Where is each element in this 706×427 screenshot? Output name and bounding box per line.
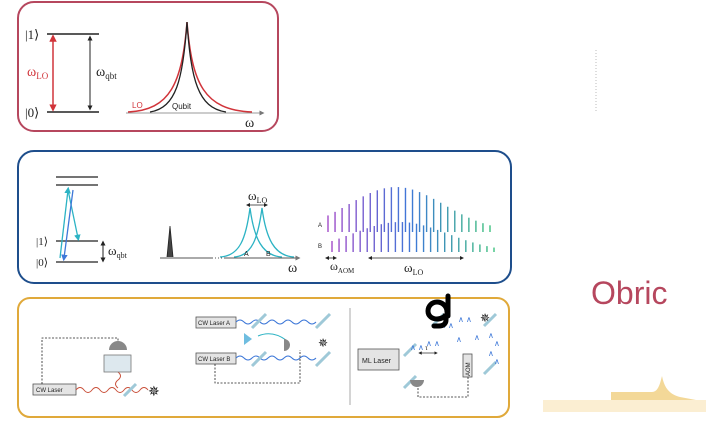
cream-band — [543, 400, 706, 412]
cream-peak-shape — [611, 376, 696, 400]
panel-1-energy-levels: |1⟩ |0⟩ ωLO ωqbt LO Qubit ω — [17, 1, 279, 132]
pulse-chevron: ∧ — [474, 333, 480, 342]
peak-b-label: B — [266, 251, 271, 258]
panel-2-axis-label: ω — [288, 261, 297, 276]
atom-icon-3: ✵ — [480, 311, 490, 325]
beam-splitter-1 — [122, 382, 138, 398]
mirror-i — [402, 374, 418, 390]
comb-a-label: A — [318, 223, 322, 229]
feedback-loop-2 — [214, 350, 301, 384]
ml-laser-box — [357, 348, 400, 371]
panel-2-border — [17, 150, 512, 284]
lo-curve-label: LO — [132, 101, 143, 110]
pulse-chevron: ∧ — [488, 349, 494, 358]
photodetector-2 — [284, 339, 290, 351]
pulse-chevron: ∧ — [426, 339, 432, 348]
frequency-comb-chart — [327, 187, 495, 252]
pulse-chevron: ∧ — [494, 357, 500, 366]
panel-3-experimental-setups: CW Laser ✵ CW Laser A CW Laser B ✵ ML La… — [17, 297, 510, 418]
aom-box — [462, 353, 473, 378]
pulse-chevron: ∧ — [410, 343, 416, 352]
cw-laser-b-label: CW Laser B — [198, 357, 230, 363]
photodetector-1 — [109, 341, 127, 350]
raman-beam-up-1 — [59, 186, 71, 259]
laser-beam-1 — [75, 387, 149, 393]
panel-1-border — [17, 1, 279, 132]
beam-splitter-2 — [244, 333, 252, 345]
atom-icon-2: ✵ — [318, 336, 328, 350]
cw-laser-a-box — [195, 316, 237, 329]
ket-1-label: |1⟩ — [25, 27, 39, 42]
ket-1-label-2: |1⟩ — [36, 236, 48, 248]
peak-a-label: A — [244, 251, 249, 258]
omega-qbt-label: ωqbt — [96, 65, 117, 81]
pulse-chevron: ∧ — [494, 339, 500, 348]
lo-lineshape — [127, 21, 253, 113]
logo-text: Obric — [591, 275, 667, 311]
optical-cavity — [103, 354, 132, 373]
panel-1-axis-label: ω — [245, 116, 254, 131]
beam-b — [235, 355, 317, 361]
narrow-peak — [166, 225, 174, 258]
pulse-chevron: ∧ — [434, 339, 440, 348]
pulse-chevron: ∧ — [458, 315, 464, 324]
panel-3-border — [17, 297, 510, 418]
comb-b-label: B — [318, 244, 322, 250]
omega-aom-label: ωAOM — [330, 259, 355, 275]
beam-a — [235, 319, 317, 325]
omega-lo-label-2: ωLO — [248, 188, 267, 205]
qubit-lineshape — [149, 21, 227, 113]
ket-0-label-2: |0⟩ — [36, 257, 48, 269]
mirror-h — [482, 360, 498, 376]
aom-label: AOM — [466, 362, 472, 376]
mirror-e — [402, 342, 418, 358]
mirror-g — [482, 312, 498, 328]
cw-laser-label: CW Laser — [36, 388, 63, 394]
atom-icon-1: ✵ — [148, 383, 160, 399]
mirror-b — [250, 350, 268, 368]
cw-laser-a-label: CW Laser A — [198, 321, 230, 327]
mirror-d — [314, 350, 332, 368]
raman-beam-down-1 — [67, 189, 81, 242]
pulse-chevron: ∧ — [418, 343, 424, 352]
pulse-chevron: ∧ — [488, 331, 494, 340]
pulse-chevron: ∧ — [456, 335, 462, 344]
omega-lo-label: ωLO — [27, 65, 49, 81]
raman-beam-down-2 — [61, 189, 74, 262]
feedback-loop-3 — [417, 377, 469, 398]
cw-laser-b-box — [195, 352, 237, 365]
overlay-glyph-g — [425, 299, 450, 329]
pulse-chevron: ∧ — [466, 315, 472, 324]
ml-laser-label: ML Laser — [362, 358, 392, 365]
omega-lo-comb-label: ωLO — [404, 260, 423, 277]
peak-a-curve — [219, 207, 283, 258]
photodetector-3 — [410, 380, 424, 387]
ket-0-label: |0⟩ — [25, 105, 39, 120]
qubit-curve-label: Qubit — [172, 102, 192, 111]
panel-2-comb-spectroscopy: |1⟩ |0⟩ ωqbt ωLO A B ω A B ωAOM ωLO — [17, 150, 512, 284]
beam-cross — [257, 333, 287, 341]
tau-label: τ — [425, 344, 428, 352]
peak-b-curve — [233, 207, 295, 258]
omega-qbt-label-2: ωqbt — [108, 243, 128, 260]
pulse-chevron: ∧ — [448, 321, 454, 330]
mirror-c — [314, 312, 332, 330]
mirror-a — [250, 312, 268, 330]
